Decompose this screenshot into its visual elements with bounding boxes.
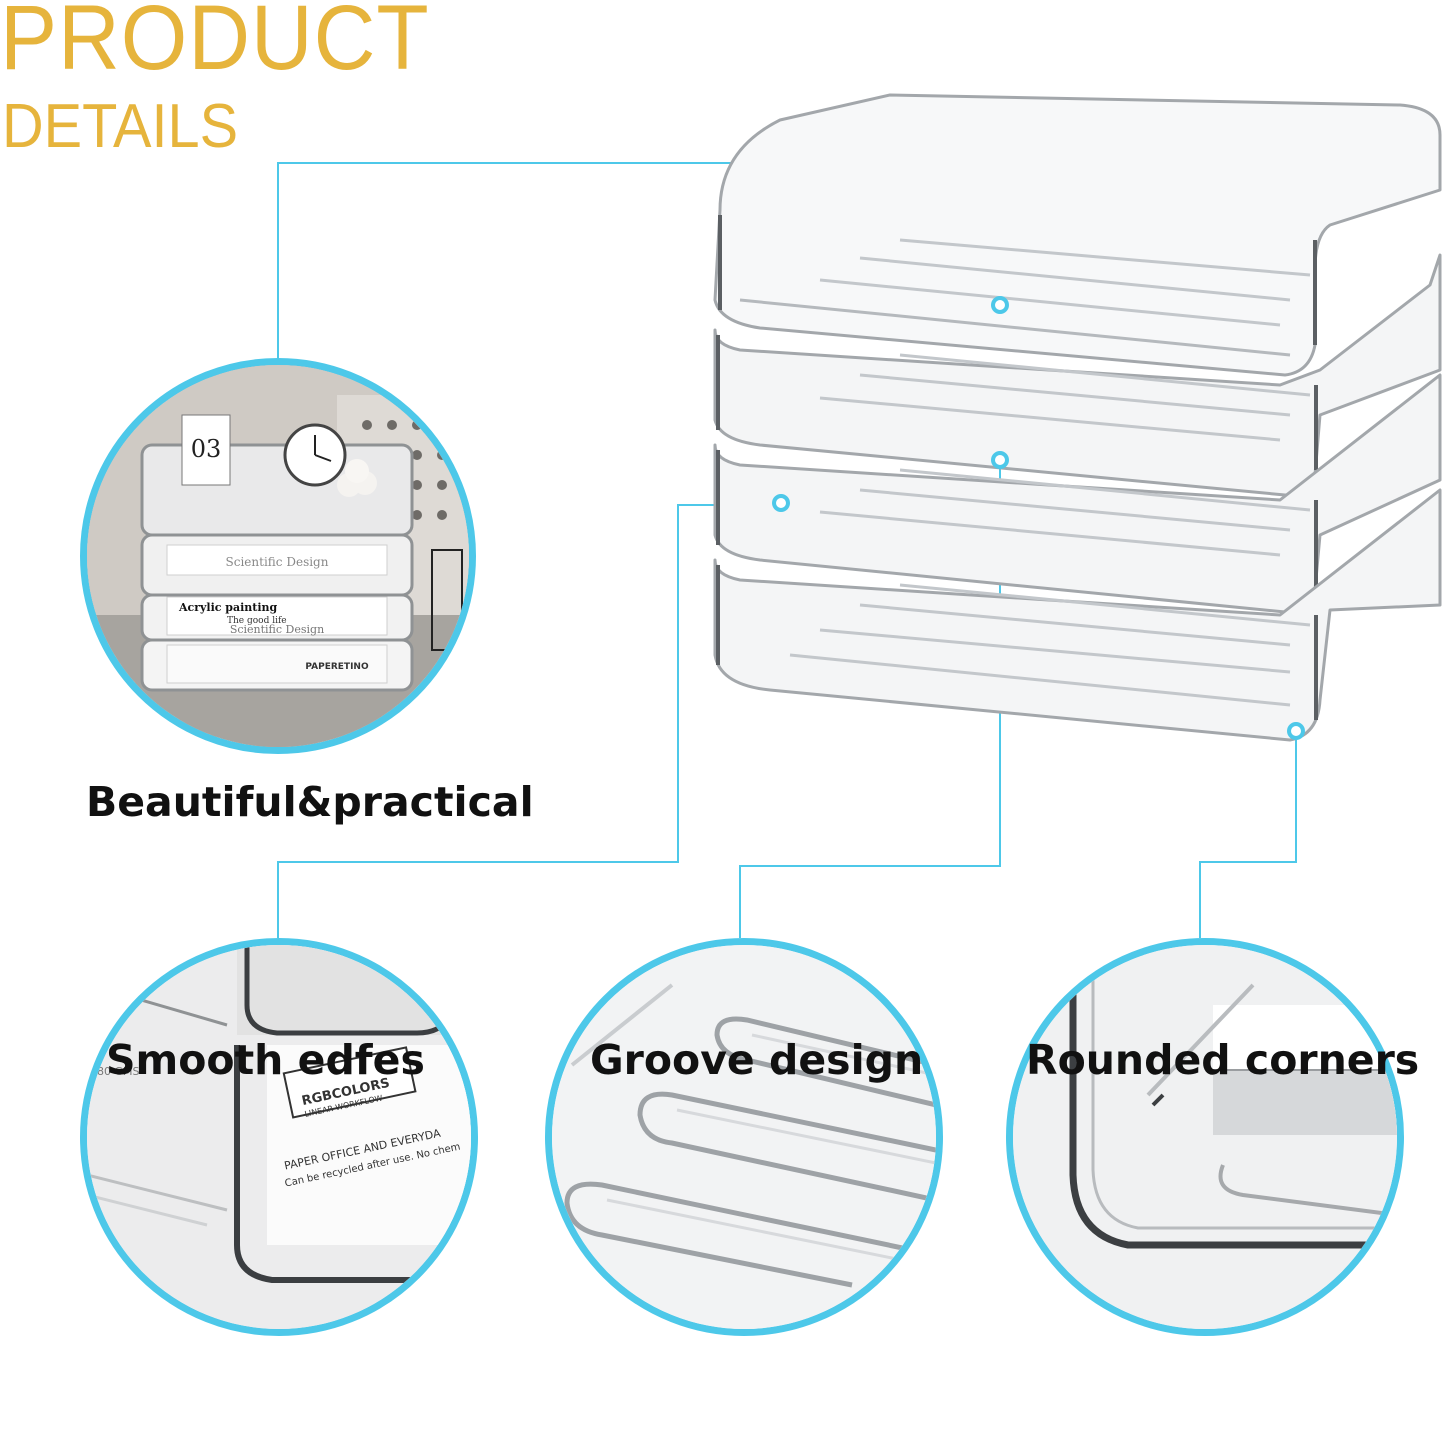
book-3-title: Scientific Design (230, 623, 324, 636)
callout-dot-groove (991, 451, 1009, 469)
tray-4 (713, 488, 1442, 742)
detail-photo-smooth-edges: RGBCOLORS LINEAR WORKFLOW PAPER OFFICE A… (80, 938, 478, 1336)
feature-caption-smooth: Smooth edfes (106, 1036, 425, 1084)
calendar-day: 03 (191, 435, 222, 463)
page-title: PRODUCT (0, 0, 430, 89)
detail-photo-desk-scene: 03 Scientific Design Acrylic painting Th… (80, 358, 476, 754)
book-2-title: Acrylic painting (178, 601, 278, 614)
paper-brand: PAPERETINO (305, 662, 369, 672)
page-subtitle: DETAILS (2, 92, 239, 161)
book-2-subtitle: The good life (227, 616, 287, 626)
detail-photo-groove (545, 938, 943, 1336)
callout-dot-top (991, 296, 1009, 314)
callout-dots (772, 296, 1305, 740)
callout-dot-corner (1287, 722, 1305, 740)
tray-1 (713, 93, 1442, 377)
feature-caption-groove: Groove design (590, 1036, 924, 1084)
detail-photo-rounded-corners (1006, 938, 1404, 1336)
paper-gsm: 80 GMS (97, 1065, 140, 1078)
acrylic-tray-stack (713, 93, 1442, 742)
book-1-title: Scientific Design (226, 555, 329, 569)
callout-dot-edge (772, 494, 790, 512)
feature-caption-beautiful: Beautiful&practical (86, 778, 534, 826)
feature-caption-rounded: Rounded corners (1026, 1036, 1420, 1084)
